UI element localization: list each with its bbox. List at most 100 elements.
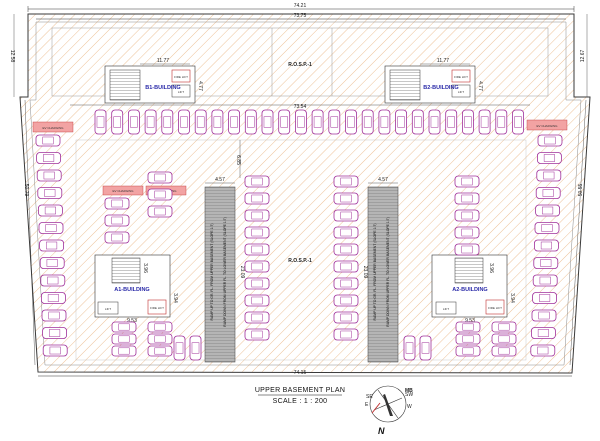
parking-space	[395, 109, 408, 135]
parking-space-car	[154, 347, 166, 355]
parking-space	[104, 231, 130, 244]
parking-space-car	[251, 330, 263, 339]
parking-space	[244, 192, 270, 205]
parking-space-car	[405, 342, 414, 354]
upper-zone	[51, 27, 549, 97]
parking-space	[161, 109, 174, 135]
parking-space-car	[154, 190, 166, 199]
parking-space	[278, 109, 291, 135]
parking-space-car	[175, 342, 184, 354]
parking-space-car	[251, 228, 263, 237]
parking-space	[36, 169, 62, 182]
ev-label-right: EV CHARGING	[536, 124, 558, 128]
b2-fire-lift: FIRE LIFT	[454, 75, 468, 79]
parking-space-car	[49, 346, 61, 355]
dim-row-width: 73.54	[294, 104, 307, 110]
parking-space	[244, 243, 270, 256]
parking-space-car	[251, 245, 263, 254]
parking-space-car	[340, 262, 352, 271]
parking-space	[537, 134, 563, 147]
parking-space	[333, 294, 359, 307]
parking-space	[41, 309, 67, 322]
b1-building: FIRE LIFT LIFT 11.77 4.77 B1-BUILDING	[104, 58, 203, 104]
parking-space-car	[251, 279, 263, 288]
drawing-title: UPPER BASEMENT PLAN	[255, 387, 345, 394]
a1-building-label: A1-BUILDING	[114, 287, 149, 293]
parking-space	[454, 209, 480, 222]
parking-space	[244, 277, 270, 290]
parking-space-car	[111, 233, 123, 242]
parking-space	[535, 204, 560, 217]
parking-space	[111, 321, 137, 333]
dim-bottom: 74.15	[294, 370, 307, 376]
parking-space-car	[154, 173, 166, 182]
parking-space-car	[154, 335, 166, 343]
parking-space	[147, 205, 173, 218]
dim-b2-depth: 4.77	[477, 81, 483, 91]
parking-space-car	[47, 276, 59, 285]
parking-space	[328, 109, 341, 135]
parking-space-car	[49, 329, 61, 337]
parking-space-car	[363, 116, 372, 128]
parking-space	[244, 109, 257, 135]
parking-space-car	[464, 116, 472, 128]
parking-space	[42, 327, 67, 339]
a1-lift: LIFT	[105, 307, 111, 311]
parking-space-car	[330, 116, 339, 128]
parking-space-car	[537, 346, 549, 355]
parking-space	[537, 152, 562, 164]
parking-space	[244, 226, 270, 239]
parking-space	[147, 345, 173, 357]
parking-space-car	[397, 116, 405, 128]
ev-label-left: EV CHARGING	[42, 126, 64, 130]
dim-ramp2-len: 23.09	[362, 266, 368, 279]
ramp1-up-text: RAMP UP TO GR. FL. FROM UPPER BASEMENT (…	[210, 224, 214, 321]
parking-space	[512, 109, 524, 135]
parking-space-car	[43, 171, 55, 180]
parking-space-car	[340, 296, 352, 305]
dim-center-drop: 6.85	[235, 155, 241, 165]
rosp-mid-label: R.O.S.P.-1	[288, 258, 312, 264]
parking-space	[261, 109, 274, 135]
parking-space	[244, 328, 270, 341]
parking-space-car	[543, 154, 555, 162]
parking-space	[244, 294, 270, 307]
parking-space-car	[498, 335, 510, 343]
parking-space	[37, 187, 63, 199]
parking-space-car	[447, 116, 455, 128]
parking-space-car	[461, 228, 473, 237]
parking-space	[147, 333, 173, 345]
parking-space-car	[541, 224, 553, 232]
parking-space	[244, 209, 270, 222]
parking-space	[147, 188, 173, 201]
parking-space	[244, 311, 270, 324]
parking-space-car	[414, 116, 422, 128]
parking-space	[294, 109, 307, 135]
parking-space	[189, 335, 202, 361]
parking-space	[333, 243, 359, 256]
parking-space	[454, 243, 480, 256]
parking-space-car	[251, 211, 263, 220]
svg-text:W: W	[407, 404, 412, 410]
parking-space	[104, 197, 130, 210]
parking-space-car	[347, 116, 355, 128]
side-dimensions: 12.58 12.67 50.79 50.55	[9, 14, 588, 366]
parking-space-car	[340, 279, 352, 288]
parking-space	[111, 333, 137, 345]
dim-b1-width: 11.77	[157, 58, 169, 64]
parking-space	[178, 109, 190, 135]
parking-space-car	[196, 116, 205, 128]
dim-ramp1-len: 23.09	[239, 266, 245, 279]
parking-space	[455, 345, 481, 357]
parking-space-car	[340, 245, 352, 254]
parking-space	[378, 109, 391, 135]
parking-space	[403, 335, 416, 361]
parking-space	[333, 175, 359, 188]
parking-space	[333, 311, 359, 324]
parking-space-car	[163, 116, 172, 128]
parking-space-car	[113, 116, 121, 128]
parking-space	[495, 109, 508, 135]
parking-space-car	[538, 311, 550, 320]
ramp-1: 4.57 RAMP UP TO GR. FL. FROM UPPER BASEM…	[204, 177, 245, 363]
parking-space-car	[462, 323, 474, 331]
